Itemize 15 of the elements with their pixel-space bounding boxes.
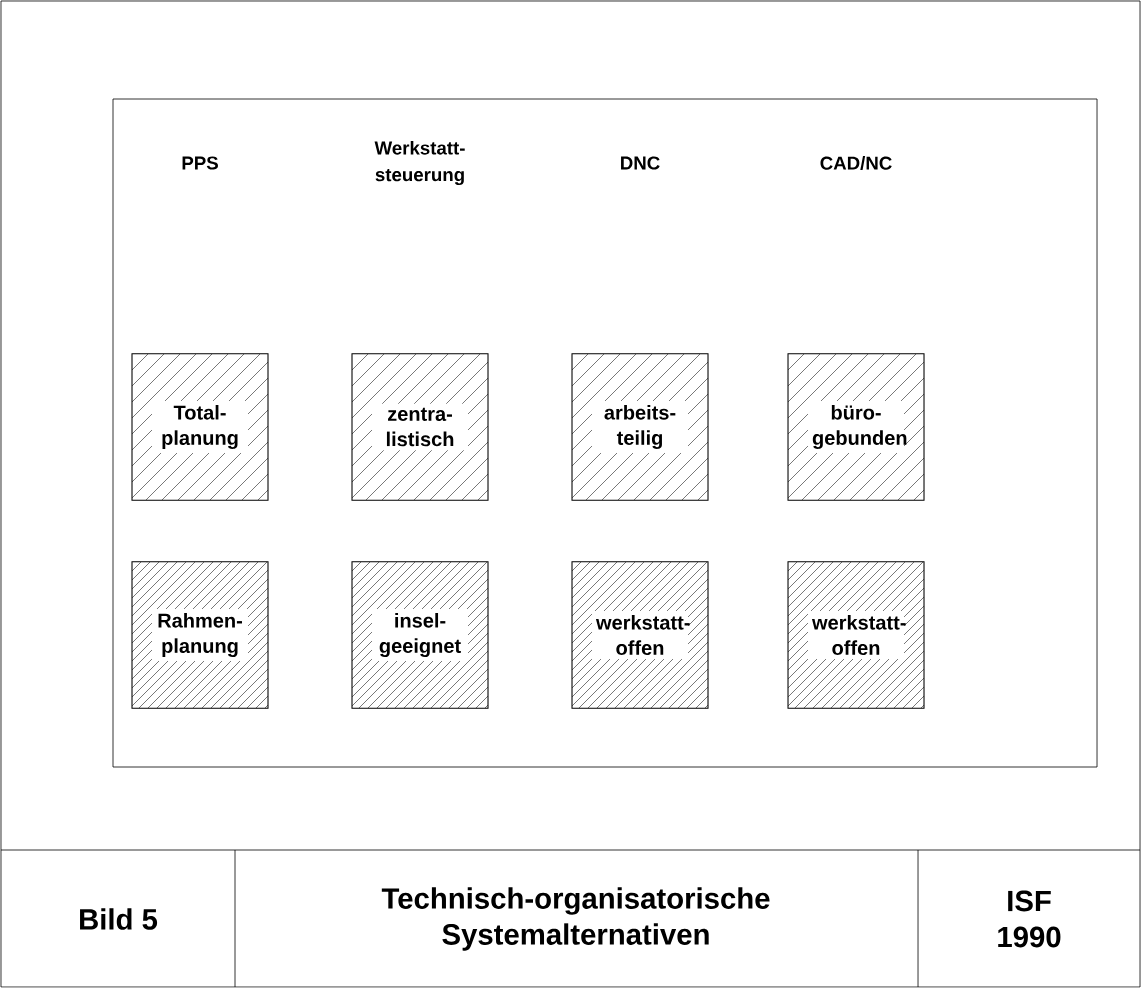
title: Technisch-organisatorische Systemalternativen (381, 887, 770, 951)
figure-number: Bild 5 (80, 908, 158, 930)
column-heading: DNC (621, 156, 660, 170)
source-year: ISF 1990 (998, 890, 1061, 948)
hatched-box: büro- gebunden (787, 353, 925, 501)
column-heading: PPS (182, 156, 218, 170)
column-heading: CAD/NC (820, 156, 892, 170)
hatched-box: insel- geeignet (351, 561, 489, 709)
hatched-box: arbeits- teilig (571, 353, 709, 501)
hatched-box: Rahmen- planung (131, 561, 269, 709)
column-heading: Werkstatt- steuerung (374, 140, 465, 186)
hatched-box: werkstatt- offen (571, 561, 709, 709)
hatched-box: werkstatt- offen (787, 561, 925, 709)
hatched-box: zentra- listisch (351, 353, 489, 501)
hatched-box: Total- planung (131, 353, 269, 501)
